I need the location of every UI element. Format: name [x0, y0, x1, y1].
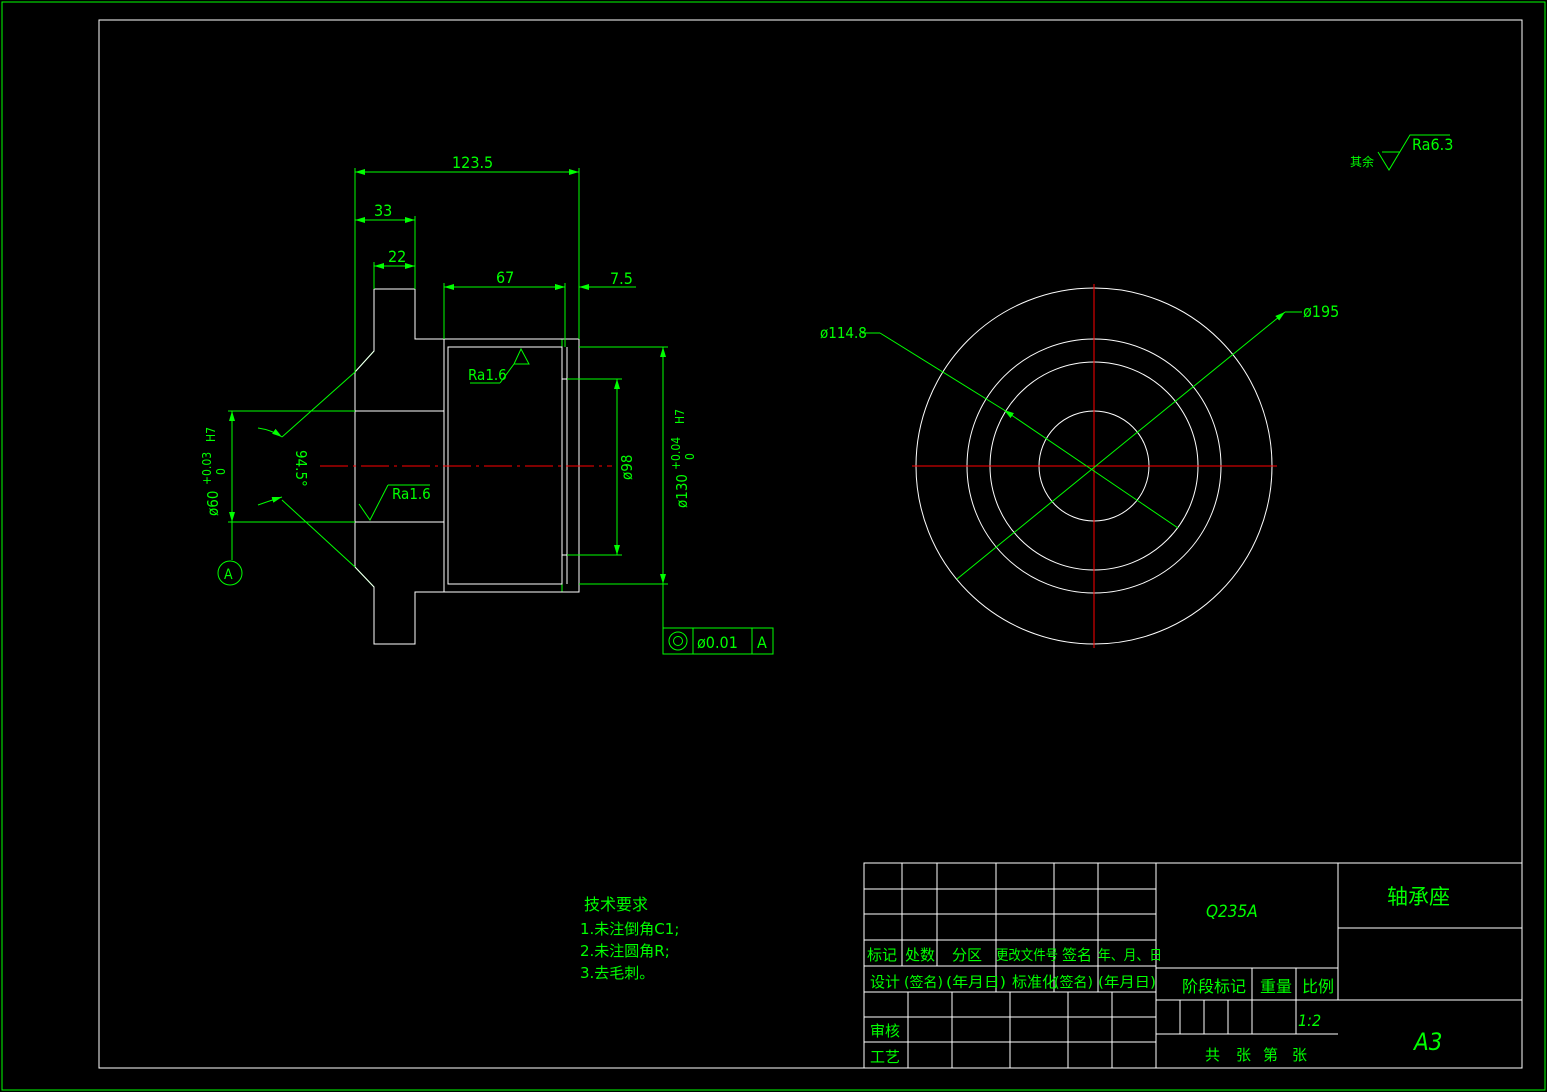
roughness-rest-label: 其余	[1350, 154, 1374, 169]
general-roughness: 其余 Ra6.3	[1350, 134, 1453, 171]
tb-signature: 签名	[1062, 946, 1092, 964]
datum-a-label: A	[224, 567, 233, 583]
dim-dia-60: ø60	[204, 491, 222, 516]
tb-design: 设计	[870, 973, 900, 991]
tb-part-name: 轴承座	[1387, 885, 1450, 909]
dim-dia-130-fit: H7	[673, 409, 687, 424]
dim-angle: 94.5°	[292, 450, 310, 487]
tolerance-value: ø0.01	[697, 633, 738, 652]
dim-dia-98: ø98	[618, 455, 636, 480]
tb-review: 审核	[870, 1022, 900, 1040]
concentricity-icon	[668, 631, 688, 651]
title-block: 标记 处数 分区 更改文件号 签名 年、月、日 设计 (签名) (年月日) 标准…	[863, 862, 1523, 1069]
dim-dia-130-group: ø130 +0.04 0 H7	[669, 409, 697, 508]
angle-group: 94.5°	[292, 450, 310, 487]
hatch-lower	[354, 521, 445, 645]
end-view: ø195 ø114.8	[820, 284, 1339, 648]
tb-sheets-1: 张	[1236, 1046, 1251, 1064]
tb-material: Q235A	[1206, 902, 1258, 922]
roughness-rest-value: Ra6.3	[1412, 135, 1453, 154]
tb-standard-date: (年月日)	[1098, 975, 1156, 991]
datum-a-symbol	[217, 560, 243, 586]
tb-zone: 分区	[952, 946, 982, 964]
dim-dia-195: ø195	[1303, 302, 1339, 321]
tb-scale-label: 比例	[1302, 977, 1334, 996]
tb-sheets-2: 张	[1292, 1046, 1307, 1064]
dim-7-5: 7.5	[610, 269, 633, 288]
dim-dia-60-fit: H7	[204, 427, 218, 442]
tb-standard: 标准化	[1012, 973, 1057, 991]
drawing-frame	[98, 19, 1523, 1069]
dim-dia-130-tol-lower: 0	[683, 453, 697, 460]
dim-dia-98-group: ø98	[618, 455, 636, 480]
dim-dia-60-tol-upper: +0.03	[200, 452, 214, 485]
tb-weight: 重量	[1260, 977, 1292, 996]
hatch-upper	[354, 288, 445, 412]
dim-33: 33	[374, 201, 392, 220]
tb-total: 共	[1205, 1046, 1220, 1064]
tolerance-frame	[662, 627, 774, 655]
tb-no: 第	[1263, 1046, 1278, 1064]
dim-dia-130-tol-upper: +0.04	[669, 437, 683, 470]
roughness-lower: Ra1.6	[392, 485, 431, 503]
dim-dia-60-tol-lower: 0	[214, 468, 228, 475]
dim-67: 67	[496, 268, 514, 287]
notes-title: 技术要求	[584, 895, 648, 914]
tb-count: 处数	[905, 946, 935, 964]
leader-dia-195	[956, 311, 1286, 580]
technical-notes: 技术要求 1.未注倒角C1; 2.未注圆角R; 3.去毛刺。	[580, 895, 679, 982]
dim-123-5: 123.5	[452, 153, 493, 172]
tb-scale: 1:2	[1298, 1011, 1321, 1030]
tolerance-datum: A	[757, 633, 767, 652]
tb-mark: 标记	[867, 946, 897, 964]
dim-dia-114-8: ø114.8	[820, 324, 867, 342]
roughness-symbol-lower	[358, 484, 389, 521]
tb-date: 年、月、日	[1098, 948, 1162, 964]
dim-dia-130: ø130	[673, 474, 691, 508]
dim-22: 22	[388, 247, 406, 266]
tb-change-doc: 更改文件号	[996, 948, 1058, 964]
notes-item-3: 3.去毛刺。	[580, 964, 654, 982]
dim-dia-60-group: ø60 +0.03 0 H7	[200, 427, 228, 516]
roughness-symbol-upper	[513, 347, 530, 365]
roughness-upper: Ra1.6	[468, 366, 507, 384]
hatch-right-lower	[561, 554, 580, 593]
section-view: 123.5 33 22 67 7.5 ø60 +0.03 0 H7 A	[200, 153, 774, 655]
notes-item-1: 1.未注倒角C1;	[580, 920, 679, 938]
notes-item-2: 2.未注圆角R;	[580, 942, 670, 960]
tb-standard-sign: (签名)	[1054, 974, 1093, 991]
tb-sheet-size: A3	[1412, 1028, 1443, 1056]
tb-design-sign: (签名)	[904, 974, 943, 991]
tb-process: 工艺	[870, 1048, 900, 1066]
tb-design-date: (年月日)	[946, 975, 1006, 991]
tb-stage: 阶段标记	[1182, 977, 1246, 996]
